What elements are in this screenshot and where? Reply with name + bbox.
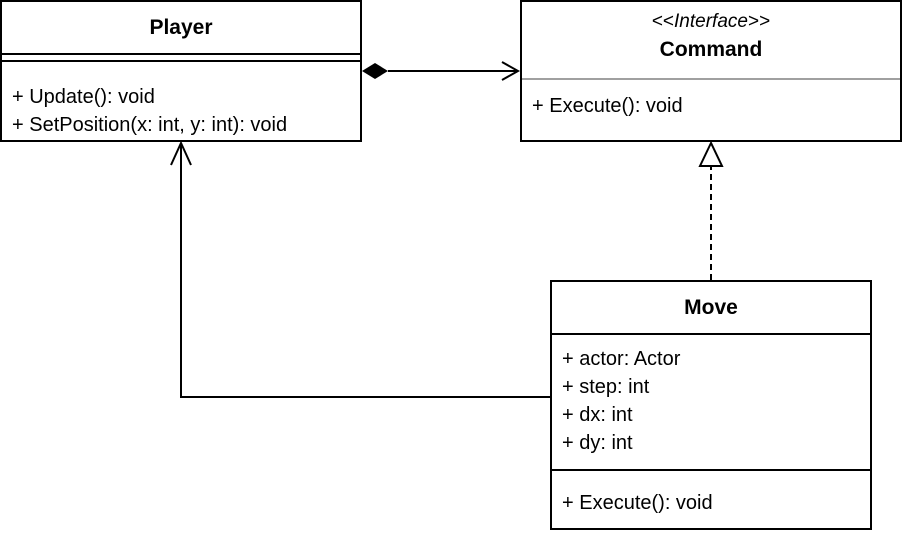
open-arrowhead: [170, 140, 192, 166]
attribute: + step: int: [562, 376, 650, 398]
association-move-player[interactable]: [170, 140, 551, 398]
composition-player-command[interactable]: [362, 61, 521, 81]
stereotype: <<Interface>>: [522, 11, 900, 33]
divider: [2, 60, 360, 62]
stereotype-close: >>: [747, 11, 771, 32]
class-name: Move: [684, 296, 738, 319]
hollow-triangle-arrowhead: [698, 140, 724, 167]
class-move[interactable]: Move + actor: Actor + step: int + dx: in…: [550, 280, 872, 530]
class-player[interactable]: Player + Update(): void + SetPosition(x:…: [0, 0, 362, 142]
class-name: Command: [659, 38, 763, 61]
attribute: + actor: Actor: [562, 348, 681, 370]
attribute: + dy: int: [562, 432, 633, 454]
stereotype-open: <<: [651, 11, 675, 32]
divider: [552, 333, 870, 335]
realization-move-command[interactable]: [698, 140, 724, 280]
operation: + Execute(): void: [532, 95, 683, 117]
stereotype-label: Interface: [674, 11, 748, 32]
divider: [552, 469, 870, 471]
open-arrowhead: [501, 61, 521, 81]
attribute: + dx: int: [562, 404, 633, 426]
divider: [522, 78, 900, 80]
class-command[interactable]: <<Interface>> Command + Execute(): void: [520, 0, 902, 142]
class-name: Player: [149, 16, 213, 39]
operation: + Execute(): void: [562, 492, 713, 514]
divider: [2, 53, 360, 55]
operation: + Update(): void: [12, 86, 155, 108]
composition-diamond: [362, 63, 388, 79]
operation: + SetPosition(x: int, y: int): void: [12, 114, 288, 136]
